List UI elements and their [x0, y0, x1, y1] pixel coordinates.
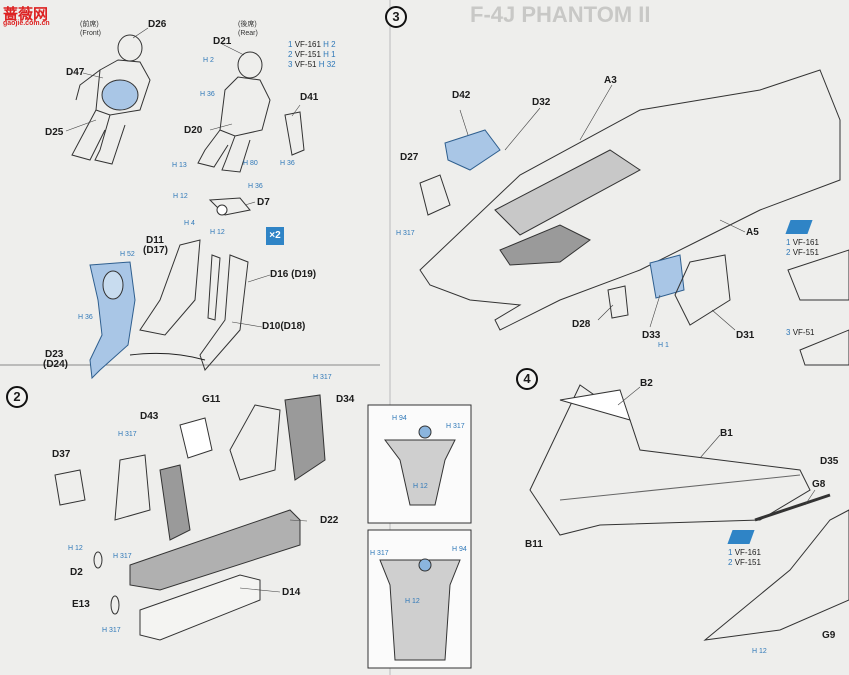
h-tag: H 94 [392, 415, 407, 422]
part-label-d35: D35 [820, 456, 839, 467]
part-label-d14: D14 [282, 587, 301, 598]
part-label-d22: D22 [320, 515, 339, 526]
h-tag: H 317 [446, 423, 465, 430]
h-tag: H 12 [68, 545, 83, 552]
part-label-d47: D47 [66, 67, 85, 78]
h-tag: H 12 [405, 598, 420, 605]
variant-row: 3 VF-51 [786, 328, 815, 337]
part-label-g8: G8 [812, 479, 826, 490]
rear-pilot-en: (Rear) [238, 30, 258, 37]
h-tag: H 80 [243, 160, 258, 167]
part-label-d24: (D24) [43, 359, 69, 370]
part-label-e13: E13 [72, 599, 90, 610]
part-label-a5: A5 [746, 227, 759, 238]
h-tag: H 36 [78, 314, 93, 321]
part-label-d41: D41 [300, 92, 319, 103]
h-tag: H 1 [658, 342, 669, 349]
part-label-d16: D16 (D19) [270, 269, 317, 280]
h-tag: H 317 [396, 230, 415, 237]
part-label-d34: D34 [336, 394, 355, 405]
h-tag: H 317 [370, 550, 389, 557]
part-label-d21: D21 [213, 36, 232, 47]
h-tag: H 12 [413, 483, 428, 490]
variant-list-step4: 1 VF-161 2 VF-151 [728, 548, 761, 568]
front-pilot-jp: (前席) [80, 21, 99, 28]
h-tag: H 36 [248, 183, 263, 190]
h-tag: H 94 [452, 546, 467, 553]
variant-row: 2 VF-151 H 1 [288, 50, 336, 59]
part-label-d2: D2 [70, 567, 83, 578]
part-label-d7: D7 [257, 197, 270, 208]
step-4-number: 4 [516, 368, 538, 390]
variant-row: 3 VF-51 H 32 [288, 60, 336, 69]
part-label-d33: D33 [642, 330, 661, 341]
h-tag: H 52 [120, 251, 135, 258]
variant-list-step3-b: 3 VF-51 [786, 328, 814, 338]
part-label-d26: D26 [148, 19, 167, 30]
part-label-d32: D32 [532, 97, 551, 108]
h-tag: H 13 [172, 162, 187, 169]
h-tag: H 36 [280, 160, 295, 167]
variant-row: 2 VF-151 [786, 248, 819, 257]
h-tag: H 12 [210, 229, 225, 236]
step-2-number: 2 [6, 386, 28, 408]
part-label-d25: D25 [45, 127, 64, 138]
part-label-d42: D42 [452, 90, 471, 101]
h-tag: H 4 [184, 220, 195, 227]
part-label-g9: G9 [822, 630, 836, 641]
h-tag: H 12 [752, 648, 767, 655]
part-label-d31: D31 [736, 330, 755, 341]
part-label-b1: B1 [720, 428, 733, 439]
variant-row: 1 VF-161 H 2 [288, 40, 336, 49]
variant-list-rear: 1 VF-161 H 2 2 VF-151 H 1 3 VF-51 H 32 [288, 40, 336, 70]
part-label-d37: D37 [52, 449, 71, 460]
part-label-d28: D28 [572, 319, 591, 330]
part-label-d10: D10(D18) [262, 321, 306, 332]
faint-header-title: F-4J PHANTOM II [470, 2, 651, 27]
variant-row: 1 VF-161 [786, 238, 819, 247]
rear-pilot-jp: (後席) [238, 21, 257, 28]
front-pilot-en: (Front) [80, 30, 101, 37]
part-label-d20: D20 [184, 125, 203, 136]
variant-list-step3: 1 VF-161 2 VF-151 [786, 238, 819, 258]
variant-row: 2 VF-151 [728, 558, 761, 567]
h-tag: H 317 [113, 553, 132, 560]
part-label-d23: D23 [45, 349, 64, 360]
variant-row: 1 VF-161 [728, 548, 761, 557]
part-label-d11: D11 [146, 235, 164, 246]
part-label-d27: D27 [400, 152, 419, 163]
h-tag: H 317 [313, 374, 332, 381]
part-label-d17: (D17) [143, 245, 169, 256]
h-tag: H 36 [200, 91, 215, 98]
multiplier-badge: ×2 [266, 227, 284, 245]
watermark-url: gaojie.com.cn [3, 20, 50, 27]
watermark-logo: 蔷薇网 [3, 6, 49, 23]
h-tag: H 12 [173, 193, 188, 200]
part-label-b2: B2 [640, 378, 653, 389]
part-label-a3: A3 [604, 75, 617, 86]
part-label-b11: B11 [525, 539, 543, 550]
part-label-d43: D43 [140, 411, 159, 422]
step-3-number: 3 [385, 6, 407, 28]
h-tag: H 2 [203, 57, 214, 64]
h-tag: H 317 [102, 627, 121, 634]
h-tag: H 317 [118, 431, 137, 438]
part-label-g11: G11 [202, 394, 221, 405]
